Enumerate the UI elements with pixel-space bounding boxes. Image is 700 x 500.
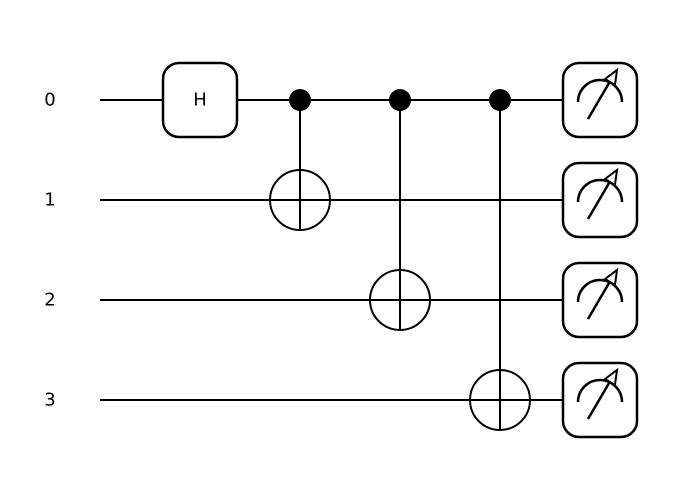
gate-h-q0: H — [161, 61, 239, 139]
meter-needle-icon — [586, 277, 614, 320]
meter-needle-icon — [586, 77, 614, 120]
control-dot — [289, 89, 311, 111]
measure-gate-q1 — [561, 161, 639, 239]
meter-icon — [576, 78, 624, 103]
control-dot — [389, 89, 411, 111]
gate-label: H — [193, 90, 207, 111]
measure-gate-q2 — [561, 261, 639, 339]
meter-arrowhead-icon — [603, 367, 619, 387]
qubit-label-2: 2 — [44, 290, 55, 311]
measure-gate-q0 — [561, 61, 639, 139]
qubit-label-3: 3 — [44, 390, 55, 411]
gate-box — [161, 61, 239, 139]
qubit-wires — [100, 99, 600, 401]
cnot-gate-q0-q3 — [469, 89, 531, 431]
meter-icon — [576, 178, 624, 203]
meter-needle-icon — [586, 377, 614, 420]
qubit-labels: 0 1 2 3 — [44, 90, 55, 411]
qubit-label-1: 1 — [44, 190, 55, 211]
meter-arrowhead-icon — [603, 267, 619, 287]
meter-needle-icon — [586, 177, 614, 220]
control-lines — [299, 100, 501, 430]
control-dot — [489, 89, 511, 111]
meter-arrowhead-icon — [603, 167, 619, 187]
cnot-gate-q0-q1 — [269, 89, 331, 231]
qubit-label-0: 0 — [44, 90, 55, 111]
meter-icon — [576, 278, 624, 303]
cnot-gate-q0-q2 — [369, 89, 431, 331]
gates: H — [161, 61, 639, 439]
meter-arrowhead-icon — [603, 67, 619, 87]
meter-icon — [576, 378, 624, 403]
measure-gate-q3 — [561, 361, 639, 439]
